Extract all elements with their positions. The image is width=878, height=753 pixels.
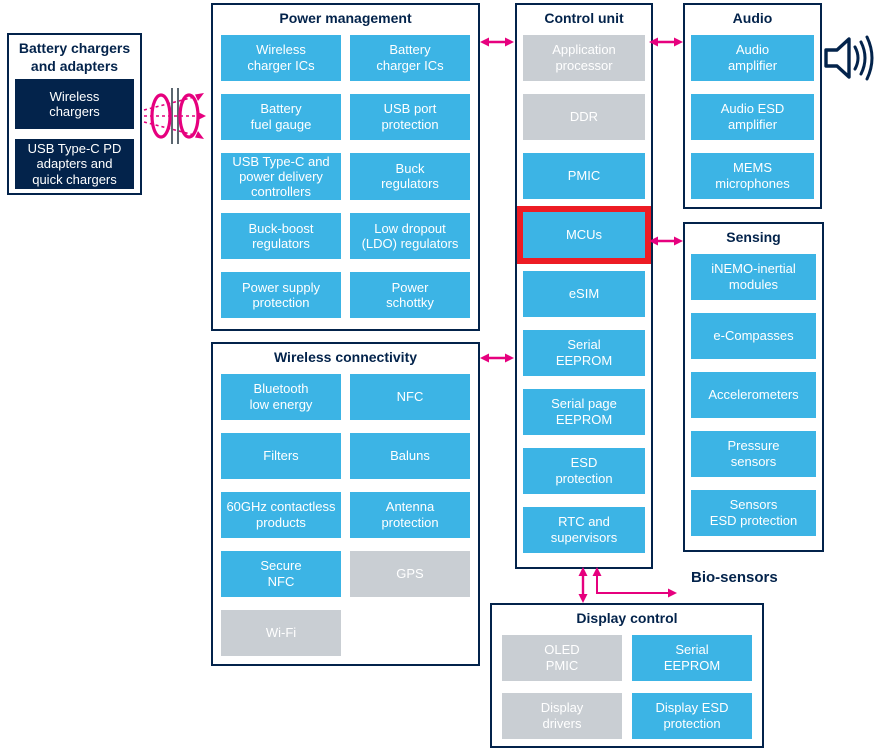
box-e-compasses[interactable]: e-Compasses xyxy=(691,312,816,359)
box-battery-charger-ics[interactable]: Battery charger ICs xyxy=(350,34,470,81)
box-display-drivers[interactable]: Display drivers xyxy=(502,692,622,739)
box-ldo-regulators[interactable]: Low dropout (LDO) regulators xyxy=(350,213,470,260)
box-ddr[interactable]: DDR xyxy=(523,93,645,140)
box-sensors-esd-protection[interactable]: Sensors ESD protection xyxy=(691,489,816,536)
box-rtc-and-supervisors[interactable]: RTC and supervisors xyxy=(523,506,645,553)
box-usb-type-c-power-delivery-controllers[interactable]: USB Type-C and power delivery controller… xyxy=(221,152,341,201)
box-wireless-chargers[interactable]: Wireless chargers xyxy=(15,79,134,129)
bio-sensors-label: Bio-sensors xyxy=(691,569,778,586)
arrow-control-to-display xyxy=(578,567,588,603)
group-title-battery-chargers: Battery chargers and adapters xyxy=(18,40,131,74)
box-power-schottky[interactable]: Power schottky xyxy=(350,272,470,319)
box-serial-page-eeprom[interactable]: Serial page EEPROM xyxy=(523,388,645,435)
box-accelerometers[interactable]: Accelerometers xyxy=(691,371,816,418)
box-usb-port-protection[interactable]: USB port protection xyxy=(350,93,470,140)
arrow-wireless-to-control xyxy=(480,353,514,363)
box-display-esd-protection[interactable]: Display ESD protection xyxy=(632,692,752,739)
arrow-control-to-audio xyxy=(649,37,683,47)
wireless-charging-coils-icon xyxy=(143,88,206,144)
box-display-serial-eeprom[interactable]: Serial EEPROM xyxy=(632,634,752,681)
box-esim[interactable]: eSIM xyxy=(523,270,645,317)
box-filters[interactable]: Filters xyxy=(221,432,341,479)
box-baluns[interactable]: Baluns xyxy=(350,432,470,479)
box-wireless-charger-ics[interactable]: Wireless charger ICs xyxy=(221,34,341,81)
group-title-wireless-connectivity: Wireless connectivity xyxy=(273,349,418,365)
box-60ghz-contactless-products[interactable]: 60GHz contactless products xyxy=(221,491,341,538)
box-battery-fuel-gauge[interactable]: Battery fuel gauge xyxy=(221,93,341,140)
box-buck-boost-regulators[interactable]: Buck-boost regulators xyxy=(221,213,341,260)
group-display-control: Display control OLED PMIC Serial EEPROM … xyxy=(490,603,764,748)
box-buck-regulators[interactable]: Buck regulators xyxy=(350,152,470,201)
box-application-processor[interactable]: Application processor xyxy=(523,34,645,81)
speaker-sound-waves-icon xyxy=(824,35,874,81)
box-pmic[interactable]: PMIC xyxy=(523,152,645,199)
group-title-power-management: Power management xyxy=(279,10,412,26)
box-usb-type-c-pd-adapters[interactable]: USB Type-C PD adapters and quick charger… xyxy=(15,139,134,189)
box-mcus-highlighted[interactable]: MCUs xyxy=(517,205,651,264)
group-control-unit: Control unit Application processor DDR P… xyxy=(515,3,653,569)
box-oled-pmic[interactable]: OLED PMIC xyxy=(502,634,622,681)
group-wireless-connectivity: Wireless connectivity Bluetooth low ener… xyxy=(211,342,480,666)
box-nfc[interactable]: NFC xyxy=(350,373,470,420)
box-secure-nfc[interactable]: Secure NFC xyxy=(221,550,341,597)
box-esd-protection[interactable]: ESD protection xyxy=(523,447,645,494)
box-wi-fi[interactable]: Wi-Fi xyxy=(221,609,341,656)
group-title-control-unit: Control unit xyxy=(544,10,624,26)
box-pressure-sensors[interactable]: Pressure sensors xyxy=(691,430,816,477)
box-audio-amplifier[interactable]: Audio amplifier xyxy=(691,34,814,81)
box-mems-microphones[interactable]: MEMS microphones xyxy=(691,152,814,199)
group-title-sensing: Sensing xyxy=(726,229,781,245)
group-title-display-control: Display control xyxy=(576,610,678,626)
box-inemo-inertial-modules[interactable]: iNEMO-inertial modules xyxy=(691,253,816,300)
box-serial-eeprom[interactable]: Serial EEPROM xyxy=(523,329,645,376)
group-battery-chargers: Battery chargers and adapters Wireless c… xyxy=(7,33,142,195)
arrow-control-to-bio-sensors xyxy=(592,567,677,598)
box-gps[interactable]: GPS xyxy=(350,550,470,597)
group-sensing: Sensing iNEMO-inertial modules e-Compass… xyxy=(683,222,824,552)
group-power-management: Power management Wireless charger ICs Ba… xyxy=(211,3,480,331)
group-title-audio: Audio xyxy=(732,10,773,26)
box-power-supply-protection[interactable]: Power supply protection xyxy=(221,272,341,319)
box-bluetooth-low-energy[interactable]: Bluetooth low energy xyxy=(221,373,341,420)
arrow-power-to-control xyxy=(480,37,514,47)
box-audio-esd-amplifier[interactable]: Audio ESD amplifier xyxy=(691,93,814,140)
arrow-mcus-to-sensing xyxy=(649,236,683,246)
group-audio: Audio Audio amplifier Audio ESD amplifie… xyxy=(683,3,822,209)
box-antenna-protection[interactable]: Antenna protection xyxy=(350,491,470,538)
